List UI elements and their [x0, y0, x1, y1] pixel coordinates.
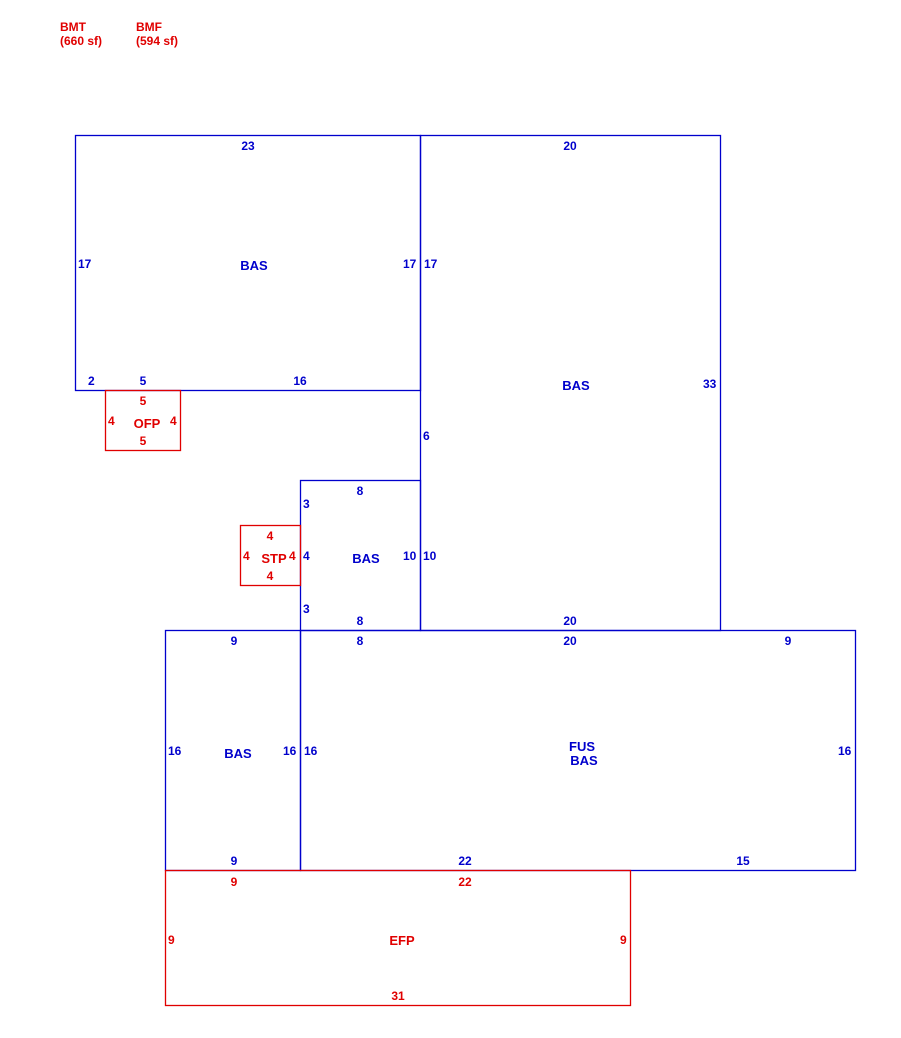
area-bas-right: BAS 20 17 33 6 10 20 — [419, 134, 722, 632]
dimension-label: 16 — [293, 374, 307, 388]
dimension-label: 9 — [620, 933, 627, 947]
dimension-label: 15 — [736, 854, 750, 868]
dimension-label: 33 — [703, 377, 717, 391]
area-label: EFP — [389, 933, 415, 948]
area-stp: STP 4 4 4 4 — [239, 524, 302, 587]
area-label: STP — [261, 551, 287, 566]
dimension-label: 2 — [88, 374, 95, 388]
dimension-label: 22 — [458, 854, 472, 868]
dimension-label: 5 — [140, 434, 147, 448]
dimension-label: 4 — [170, 414, 177, 428]
area-label: OFP — [134, 416, 161, 431]
dimension-label: 10 — [403, 549, 417, 563]
legend-area-bmt: (660 sf) — [60, 34, 102, 48]
dimension-label: 31 — [391, 989, 405, 1003]
dimension-label: 16 — [283, 744, 297, 758]
dimension-label: 3 — [303, 602, 310, 616]
area-label: BAS — [570, 753, 598, 768]
dimension-label: 3 — [303, 497, 310, 511]
dimension-label: 16 — [304, 744, 318, 758]
area-efp: EFP 9 22 9 9 31 — [164, 869, 632, 1007]
dimension-label: 6 — [423, 429, 430, 443]
area-outline — [239, 524, 302, 587]
dimension-label: 16 — [838, 744, 852, 758]
dimension-label: 8 — [357, 634, 364, 648]
dimension-label: 4 — [289, 549, 296, 563]
dimension-label: 5 — [140, 394, 147, 408]
dimension-label: 8 — [357, 484, 364, 498]
legend-code-bmf: BMF — [136, 20, 162, 34]
area-label: BAS — [352, 551, 380, 566]
area-fus-bas: FUS BAS 8 20 9 16 16 22 15 — [299, 629, 857, 872]
dimension-label: 17 — [403, 257, 417, 271]
dimension-label: 4 — [303, 549, 310, 563]
area-bas-small: BAS 8 3 4 10 3 8 — [299, 479, 422, 632]
area-outline — [104, 389, 182, 452]
legend-area-bmf: (594 sf) — [136, 34, 178, 48]
dimension-label: 17 — [424, 257, 438, 271]
dimension-label: 17 — [78, 257, 92, 271]
area-ofp: OFP 5 4 4 5 — [104, 389, 182, 452]
area-outline — [164, 869, 632, 1007]
area-bas-upper-left: BAS 23 17 17 2 5 16 — [74, 134, 422, 392]
dimension-label: 20 — [563, 614, 577, 628]
area-label: BAS — [240, 258, 268, 273]
dimension-label: 4 — [267, 569, 274, 583]
dimension-label: 4 — [267, 529, 274, 543]
area-bas-lower-left: BAS 9 16 16 9 — [164, 629, 302, 872]
dimension-label: 20 — [563, 139, 577, 153]
dimension-label: 20 — [563, 634, 577, 648]
dimension-label: 9 — [231, 875, 238, 889]
dimension-label: 16 — [168, 744, 182, 758]
dimension-label: 10 — [423, 549, 437, 563]
dimension-label: 8 — [357, 614, 364, 628]
area-label: FUS — [569, 739, 595, 754]
dimension-label: 4 — [243, 549, 250, 563]
dimension-label: 9 — [168, 933, 175, 947]
dimension-label: 23 — [241, 139, 255, 153]
legend-code-bmt: BMT — [60, 20, 87, 34]
area-label: BAS — [224, 746, 252, 761]
dimension-label: 9 — [231, 854, 238, 868]
dimension-label: 4 — [108, 414, 115, 428]
dimension-label: 9 — [231, 634, 238, 648]
area-label: BAS — [562, 378, 590, 393]
dimension-label: 5 — [140, 374, 147, 388]
dimension-label: 9 — [785, 634, 792, 648]
dimension-label: 22 — [458, 875, 472, 889]
